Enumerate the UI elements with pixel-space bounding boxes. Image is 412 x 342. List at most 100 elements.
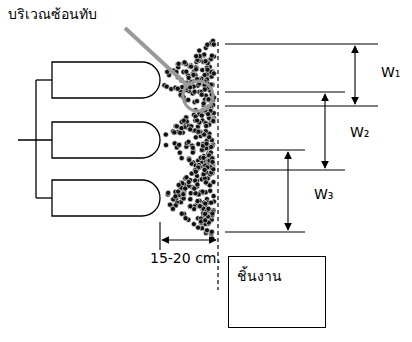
spray-dot [204, 123, 209, 128]
spray-dot [188, 204, 193, 209]
spray-dot [196, 225, 201, 230]
dimension-label: 15-20 cm. [150, 250, 221, 267]
spray-dot [203, 180, 208, 185]
spray-dot [205, 67, 210, 72]
spray-dot [186, 97, 191, 102]
spray-dot [194, 99, 199, 104]
spray-dot [210, 211, 215, 216]
spray-dot [197, 48, 202, 53]
spray-dot [201, 155, 206, 160]
spray-dot [177, 142, 182, 147]
spray-dot [187, 157, 192, 162]
spray-dot [163, 132, 168, 137]
spray-dot [206, 112, 211, 117]
spray-dot [206, 97, 211, 102]
spray-gun [52, 62, 160, 216]
spray-dot [194, 67, 199, 72]
spray-dot [211, 42, 216, 47]
spray-dot [199, 92, 204, 97]
spray-dot [210, 160, 215, 165]
spray-dot [186, 180, 191, 185]
spray-dot [195, 199, 200, 204]
spray-dot [203, 218, 208, 223]
spray-dot [209, 53, 214, 58]
callout-label: บริเวณซ้อนทับ [8, 6, 97, 23]
spray-dot [178, 130, 183, 135]
spray-dot [182, 60, 187, 65]
spray-dot [181, 60, 186, 65]
dimension-label: W₁ [381, 64, 400, 81]
spray-dot [203, 201, 208, 206]
spray-dot [196, 129, 201, 134]
spray-dot [210, 159, 215, 164]
spray-dot [179, 211, 184, 216]
feed-line [18, 80, 52, 198]
spray-dot [193, 135, 198, 140]
workpiece-box: ชิ้นงาน [228, 256, 326, 328]
spray-dot [205, 228, 210, 233]
spray-dot [190, 145, 195, 150]
spray-dot [211, 119, 216, 124]
spray-dot [186, 75, 191, 80]
spray-dot [202, 87, 207, 92]
spray-dot [186, 139, 191, 144]
spray-dot [192, 89, 197, 94]
spray-dot [188, 127, 193, 132]
spray-dot [175, 86, 180, 91]
spray-dot [181, 118, 186, 123]
spray-dot [184, 69, 189, 74]
spray-dot [177, 150, 182, 155]
spray-dot [188, 204, 193, 209]
spray-dot [163, 143, 168, 148]
box-label: ชิ้นงาน [237, 265, 282, 287]
spray-dot [206, 97, 211, 102]
spray-dot [211, 167, 216, 172]
spray-dot [195, 118, 200, 123]
spray-dot [193, 169, 198, 174]
spray-dot [184, 175, 189, 180]
spray-dot [209, 229, 214, 234]
spray-dot [195, 130, 200, 135]
spray-dot [201, 101, 206, 106]
spray-dot [173, 194, 178, 199]
spray-dot [204, 141, 209, 146]
spray-dot [208, 188, 213, 193]
dimension-label: W₂ [350, 124, 369, 141]
spray-dot [206, 206, 211, 211]
spray-dot [166, 190, 171, 195]
spray-dot [211, 194, 216, 199]
spray-dot [181, 192, 186, 197]
spray-dot [193, 191, 198, 196]
spray-dot [188, 64, 193, 69]
dimension-lines [160, 44, 378, 250]
spray-dot [209, 144, 214, 149]
spray-dot [197, 204, 202, 209]
spray-dot [183, 186, 188, 191]
spray-dot [195, 182, 200, 187]
spray-dot [203, 211, 208, 216]
spray-dot [176, 189, 181, 194]
spray-dot [188, 197, 193, 202]
spray-dot [207, 135, 212, 140]
spray-dot [176, 182, 181, 187]
spray-dot [190, 72, 195, 77]
spray-dot [199, 113, 204, 118]
spray-dot [211, 118, 216, 123]
spray-dot [170, 206, 175, 211]
spray-dot [191, 72, 196, 77]
spray-dot [202, 167, 207, 172]
spray-dot [183, 216, 188, 221]
spray-dot [181, 191, 186, 196]
spray-dot [177, 142, 182, 147]
spray-dot [204, 228, 209, 233]
spray-dot [203, 87, 208, 92]
spray-dot [211, 71, 216, 76]
spray-dot [179, 156, 184, 161]
spray-dot [176, 61, 181, 66]
spray-dot [194, 54, 199, 59]
overlap-circle [183, 81, 213, 111]
spray-dot [191, 222, 196, 227]
leader-line [125, 28, 188, 86]
spray-dot [209, 200, 214, 205]
